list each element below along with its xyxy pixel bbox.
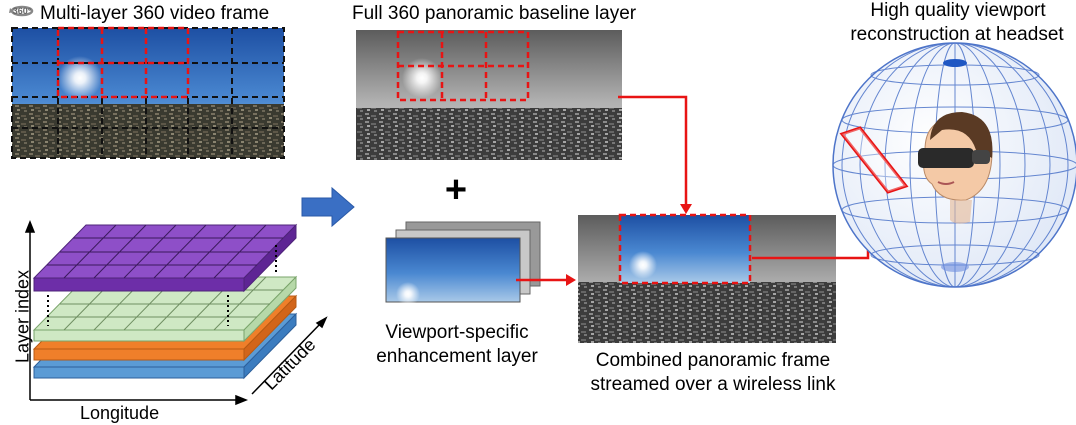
layer-stack [32,223,298,380]
user-headset-icon [918,112,993,224]
multilayer-frame-label: Multi-layer 360 video frame [40,3,270,24]
blue-arrow [301,186,355,228]
combined-label-line1: Combined panoramic frame [595,350,831,371]
enhancement-label-line1: Viewport-specific [385,322,529,343]
baseline-layer-image [356,30,622,160]
axis-label-longitude: Longitude [80,403,160,423]
multilayer-frame-image [12,28,284,158]
viewport-tiles-red [56,26,190,99]
combined-frame-image [578,215,836,343]
enhancement-layer-stack [385,221,541,306]
baseline-layer-label: Full 360 panoramic baseline layer [352,3,637,24]
plus-sign: + [445,169,467,211]
360-badge-text: 360° [13,6,32,16]
enhancement-label-line2: enhancement layer [376,346,538,367]
baseline-viewport-box [396,30,530,102]
viewport-title-line2: reconstruction at headset [850,24,1064,45]
axes [24,219,328,406]
combined-viewport-box [618,213,752,285]
360-rotate-icon [9,5,34,17]
sphere-viewport-box [839,126,909,194]
axis-label-layer-index: Layer index [12,269,33,364]
combined-label-line2: streamed over a wireless link [590,374,836,395]
viewport-title-line1: High quality viewport [870,0,1046,21]
